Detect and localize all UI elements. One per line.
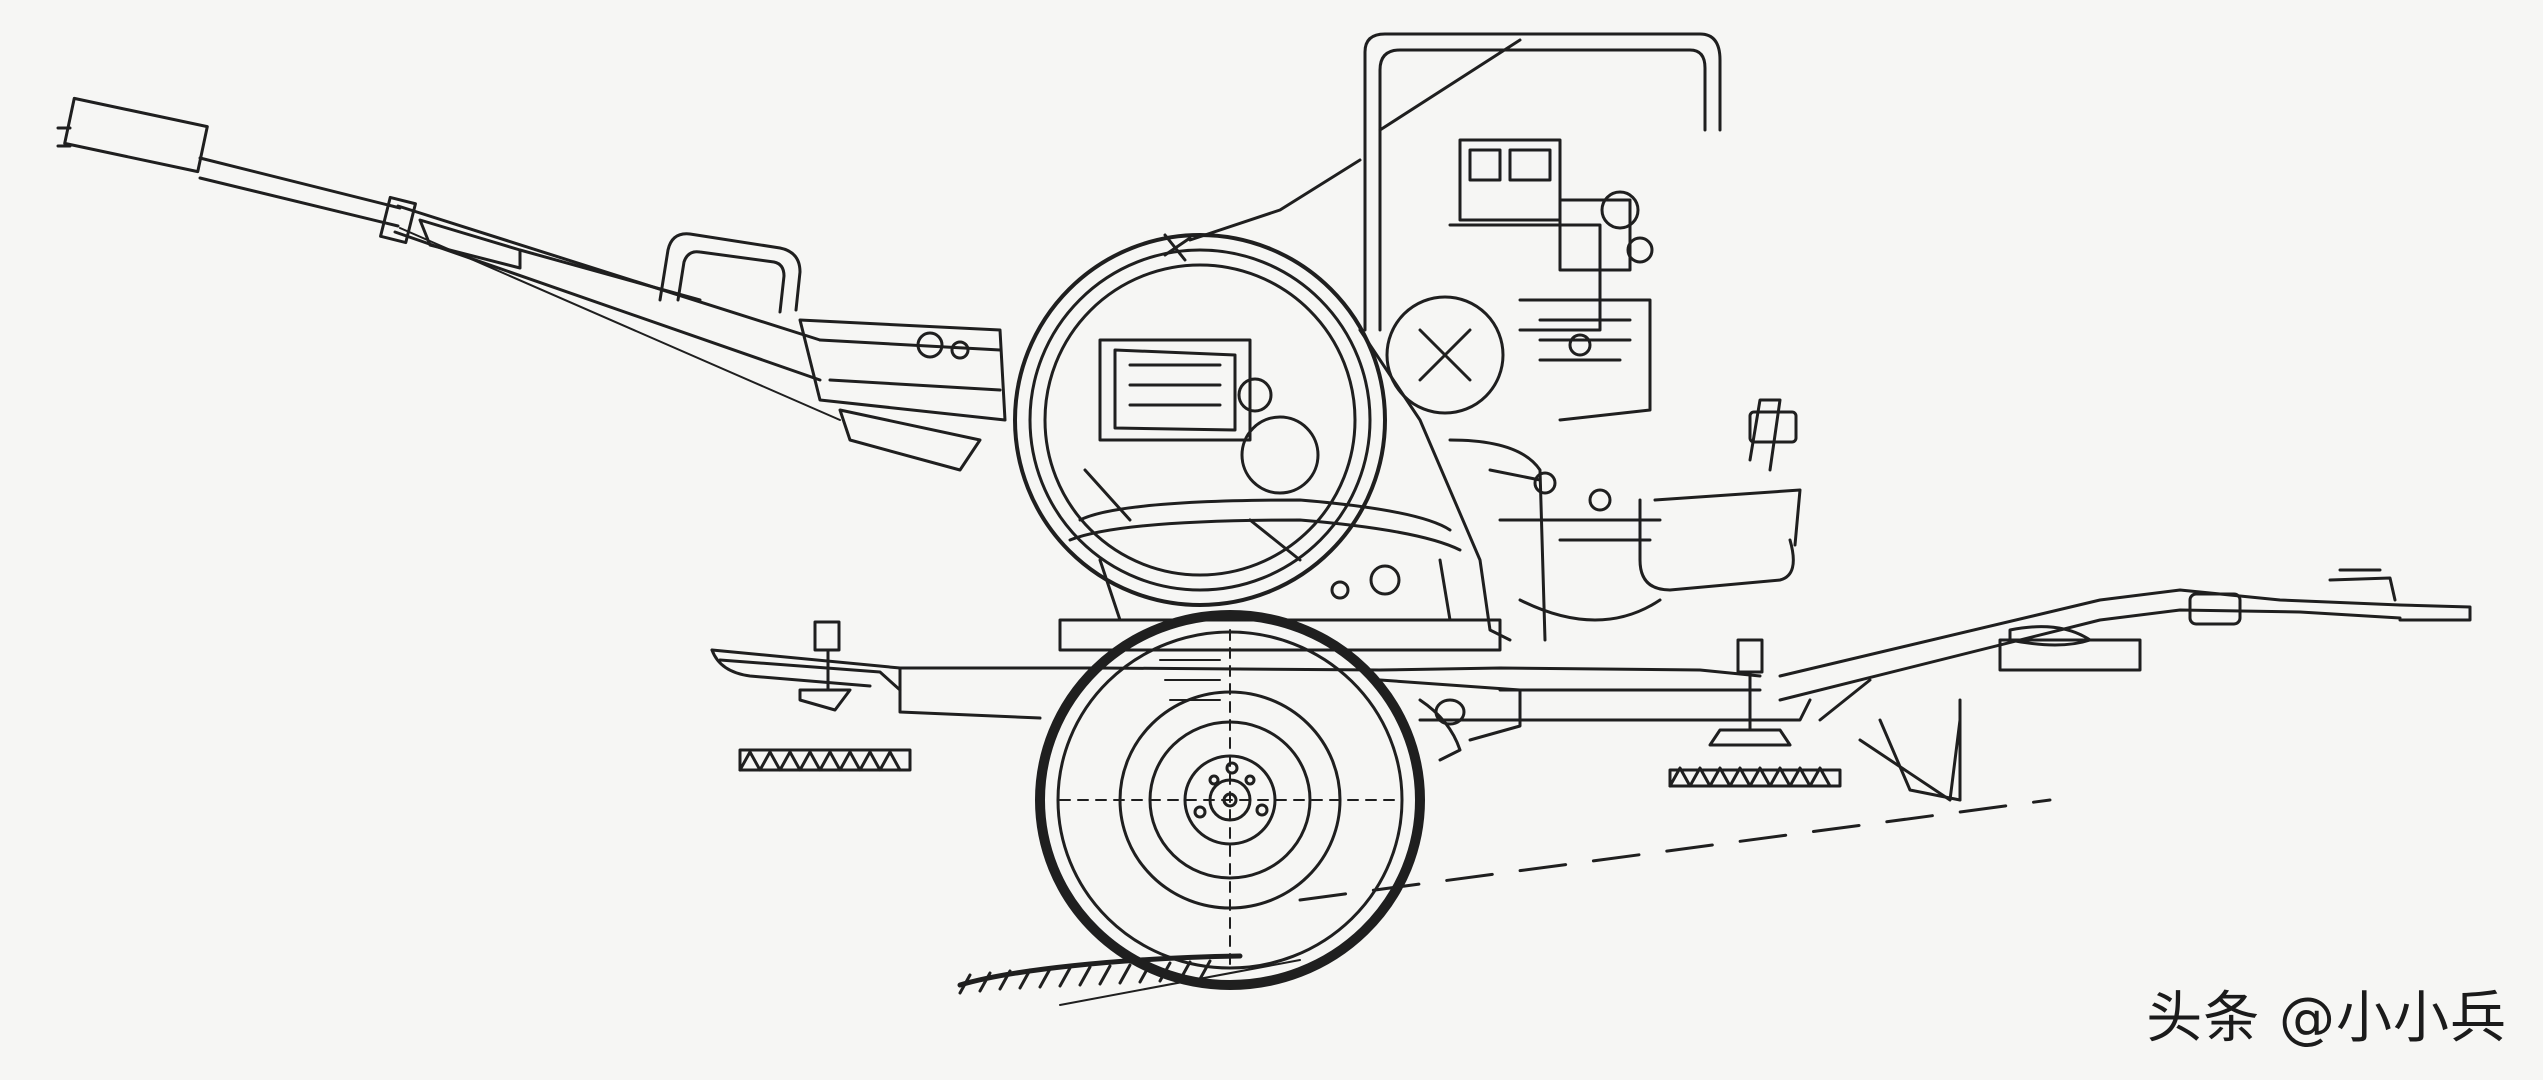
barrel-assembly — [58, 98, 1005, 470]
flash-hider — [65, 98, 208, 171]
gunner-seat — [1520, 400, 1800, 620]
sight-frame — [1190, 34, 1720, 420]
cradle-drum — [1015, 235, 1385, 605]
left-outrigger — [740, 622, 910, 770]
sight-dial — [1387, 297, 1503, 413]
carriage-platform — [712, 570, 2470, 800]
mount-housing — [1060, 330, 1560, 650]
tire — [1040, 615, 1420, 985]
right-outrigger — [1670, 640, 1840, 786]
watermark-text: 头条 @小小兵 — [2146, 986, 2507, 1051]
road-wheel — [1040, 615, 1464, 985]
